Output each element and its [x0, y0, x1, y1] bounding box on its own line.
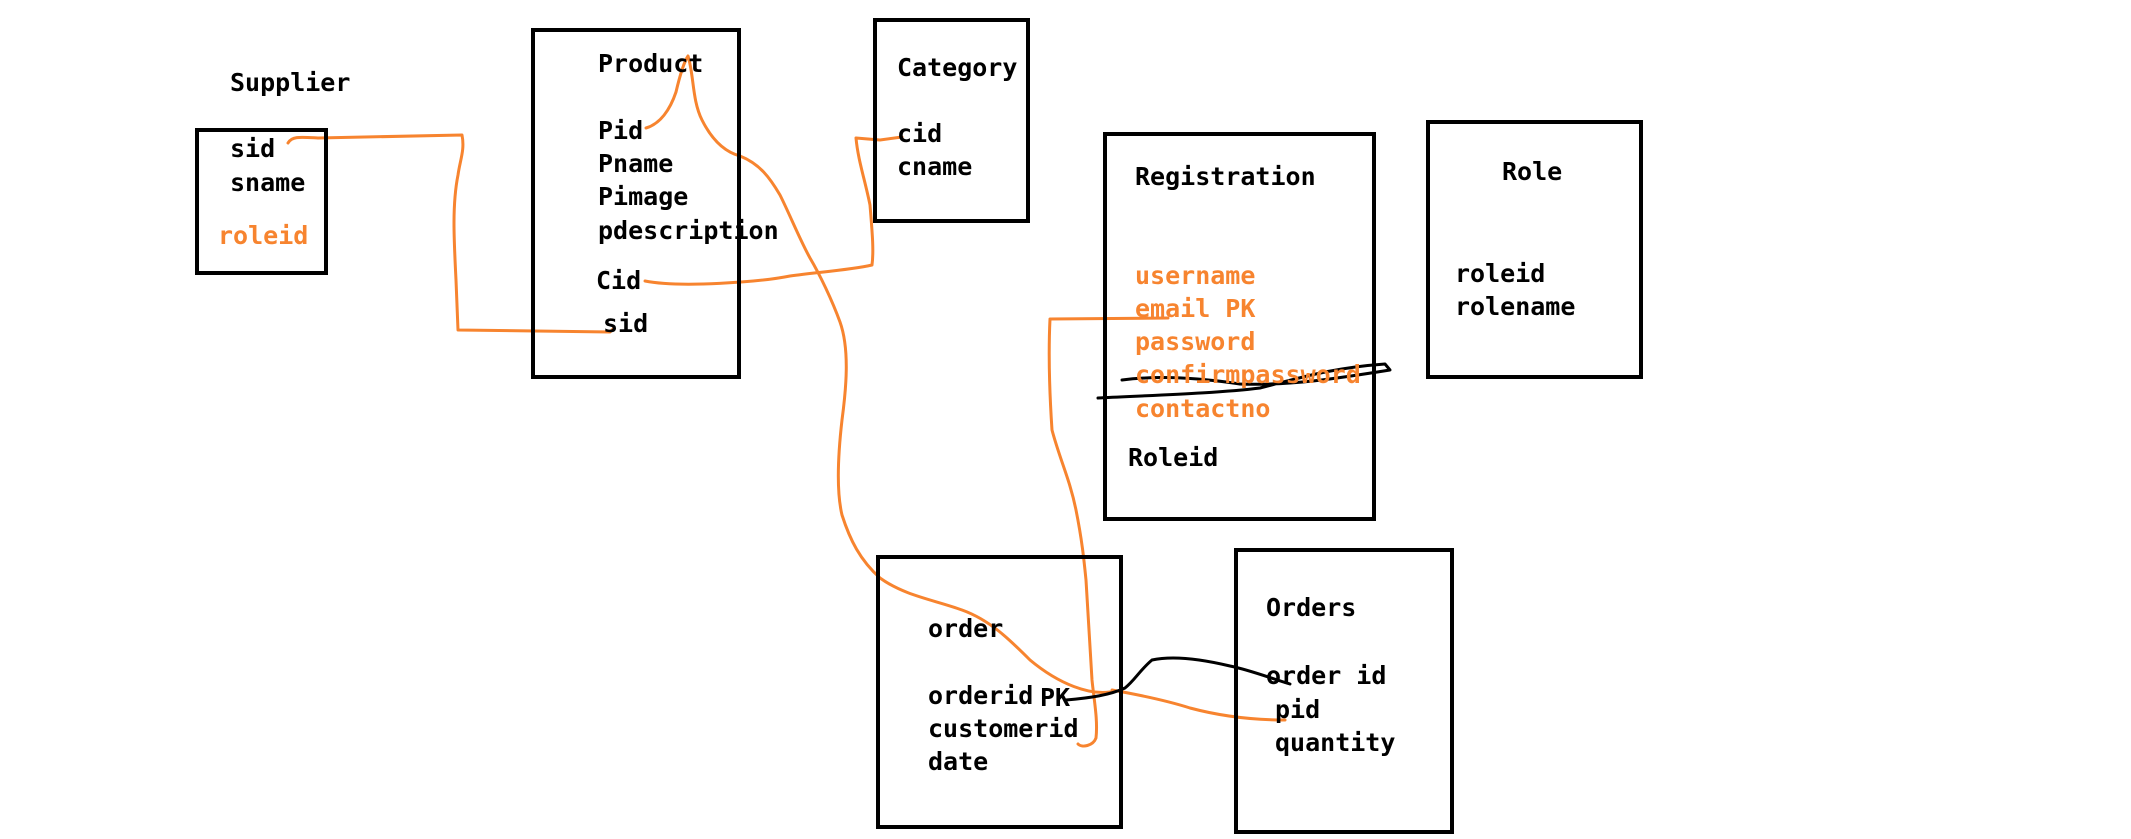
registration-field-confirmpassword: confirmpassword — [1135, 360, 1361, 389]
order-field-customerid: customerid — [928, 714, 1079, 743]
registration-field-contactno: contactno — [1135, 394, 1271, 423]
connector-product-cid-to-category-cid — [643, 135, 904, 286]
role-entity — [1426, 120, 1643, 379]
role-title: Role — [1502, 157, 1563, 186]
orders-field-order-id: order id — [1266, 661, 1387, 690]
orders-title: Orders — [1266, 593, 1357, 622]
connector-orders-orderid-to-order-pk — [1064, 656, 1292, 702]
order-pk-label: PK — [1040, 683, 1071, 712]
order-entity — [876, 555, 1123, 829]
category-field-cname: cname — [897, 152, 973, 181]
supplier-title: Supplier — [230, 68, 351, 97]
order-field-date: date — [928, 747, 989, 776]
category-title: Category — [897, 53, 1018, 82]
orders-field-quantity: quantity — [1275, 728, 1396, 757]
registration-field-roleid: Roleid — [1128, 443, 1219, 472]
connector-order-to-orders-pid — [1110, 688, 1287, 722]
order-field-orderid: orderid — [928, 681, 1034, 710]
connector-supplier-sid-to-product-sid — [286, 133, 615, 334]
registration-field-email-pk: email PK — [1135, 294, 1256, 323]
category-entity — [873, 18, 1030, 223]
product-field-pimage: Pimage — [598, 182, 689, 211]
supplier-entity — [195, 128, 328, 275]
supplier-field-sid: sid — [230, 134, 276, 163]
role-field-rolename: rolename — [1455, 292, 1576, 321]
product-field-pname: Pname — [598, 149, 674, 178]
product-title: Product — [598, 49, 704, 78]
category-field-cid: cid — [897, 119, 943, 148]
strike-confirmpassword — [1096, 362, 1392, 400]
registration-field-password: password — [1135, 327, 1256, 356]
connector-registration-email-to-order — [1047, 316, 1170, 748]
product-entity — [531, 28, 741, 379]
product-field-pid: Pid — [598, 116, 644, 145]
role-field-roleid: roleid — [1455, 259, 1546, 288]
product-field-cid: Cid — [596, 266, 642, 295]
registration-field-username: username — [1135, 261, 1256, 290]
supplier-field-roleid: roleid — [218, 221, 309, 250]
orders-field-pid: pid — [1275, 695, 1321, 724]
product-field-pdescription: pdescription — [598, 216, 779, 245]
order-title: order — [928, 614, 1004, 643]
connector-product-to-order — [644, 54, 1112, 695]
supplier-field-sname: sname — [230, 168, 306, 197]
registration-entity — [1103, 132, 1376, 521]
product-field-sid: sid — [603, 309, 649, 338]
orders-entity — [1234, 548, 1454, 834]
registration-title: Registration — [1135, 162, 1316, 191]
